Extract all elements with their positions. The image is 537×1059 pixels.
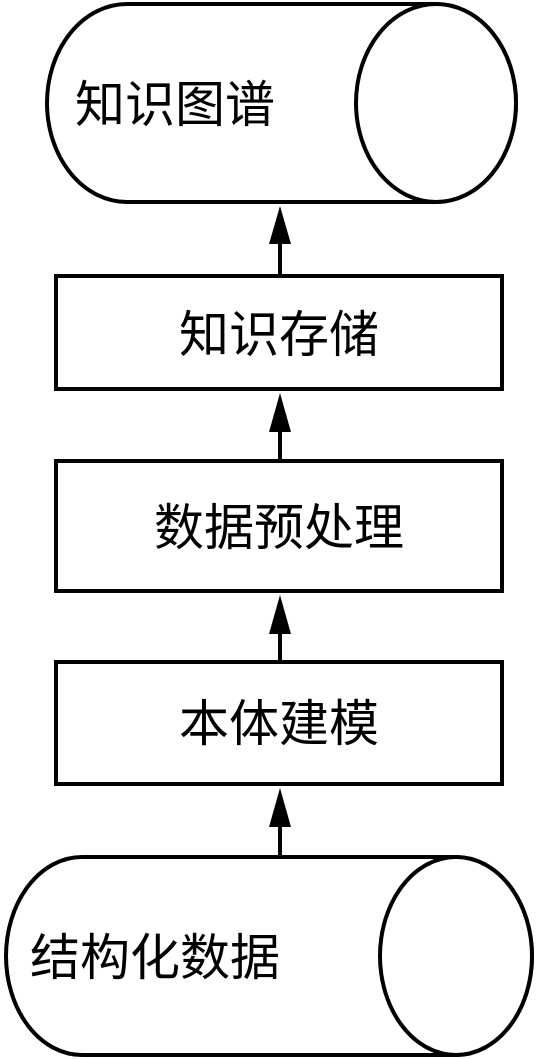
knowledge-storage-box: 知识存储	[54, 274, 504, 391]
knowledge-graph-label: 知识图谱	[75, 76, 275, 134]
arrow-data-to-modeling	[269, 788, 291, 857]
arrow-storage-to-graph	[269, 206, 291, 276]
knowledge-graph-cylinder: 知识图谱	[45, 2, 518, 204]
arrow-preprocessing-to-storage	[269, 393, 291, 461]
structured-data-label: 结构化数据	[30, 929, 280, 987]
knowledge-storage-label: 知识存储	[179, 306, 379, 364]
data-preprocessing-box: 数据预处理	[54, 459, 504, 593]
knowledge-graph-cylinder-end	[354, 2, 518, 204]
arrow-modeling-to-preprocessing	[269, 595, 291, 662]
structured-data-cylinder-end	[378, 855, 534, 1057]
ontology-modeling-label: 本体建模	[179, 695, 379, 753]
data-preprocessing-label: 数据预处理	[154, 499, 404, 557]
structured-data-cylinder: 结构化数据	[4, 855, 534, 1057]
ontology-modeling-box: 本体建模	[54, 660, 504, 786]
